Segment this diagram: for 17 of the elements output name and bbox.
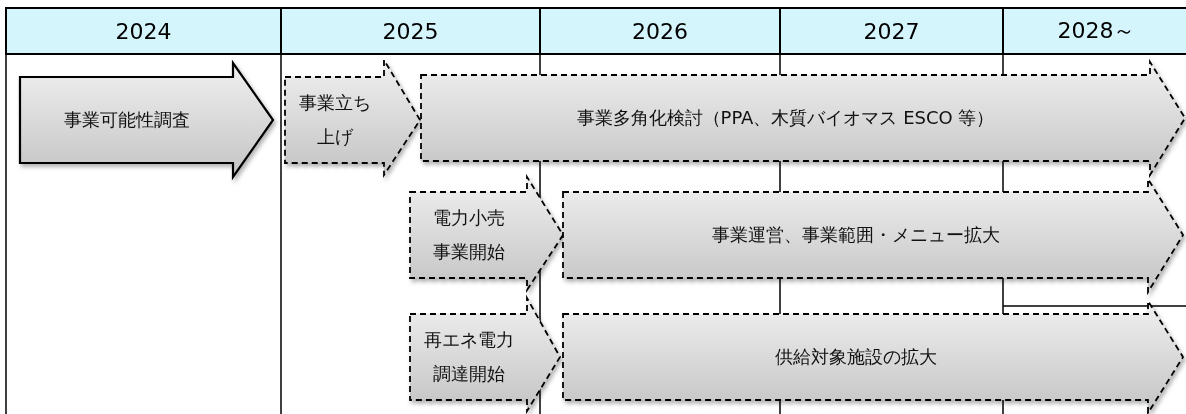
- arrow-shape: [285, 60, 420, 175]
- arrow-label: 事業可能性調査: [62, 108, 191, 132]
- arrow-label: 供給対象施設の拡大: [773, 345, 938, 369]
- year-header-cell: 2024: [5, 7, 282, 55]
- arrow-shape: [563, 301, 1183, 413]
- year-header-cell: 2026: [539, 7, 781, 55]
- year-header-cell: 2027: [779, 7, 1004, 55]
- arrow-label: 電力小売事業開始: [431, 206, 506, 264]
- arrow-shape: [410, 177, 563, 290]
- arrow-shape: [421, 62, 1185, 175]
- arrow-label: 再エネ電力調達開始: [422, 328, 515, 386]
- arrow-shape: [563, 179, 1183, 292]
- arrow-label: 事業多角化検討（PPA、木質バイオマス ESCO 等）: [575, 106, 996, 130]
- year-header-cell: 2025: [280, 7, 541, 55]
- arrow-label: 事業運営、事業範囲・メニュー拡大: [710, 223, 1001, 247]
- year-header-cell: 2028～: [1002, 7, 1186, 55]
- arrow-label: 事業立ち上げ: [297, 91, 372, 149]
